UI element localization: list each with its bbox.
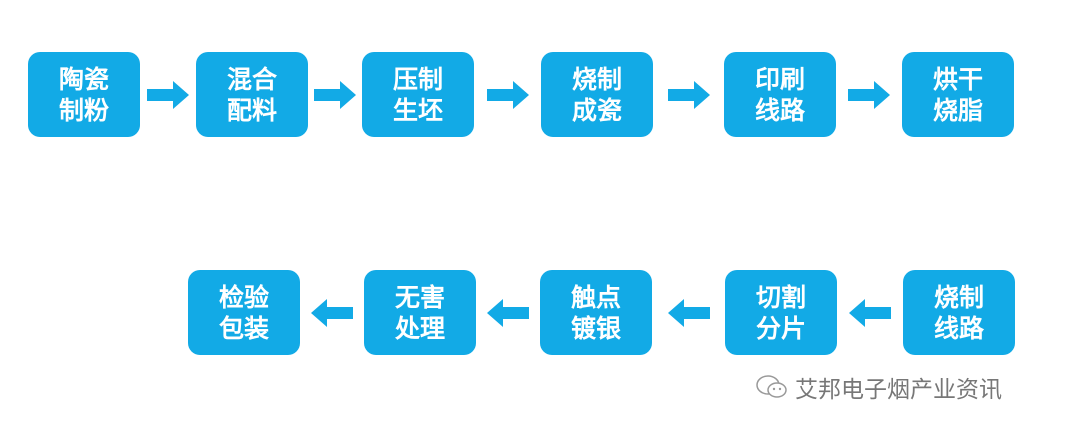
step-label: 印刷 (754, 64, 805, 94)
step-label: 触点 (570, 282, 621, 312)
watermark: 艾邦电子烟产业资讯 (755, 370, 1002, 404)
arrow-left-icon (487, 299, 529, 327)
step-label: 烧脂 (932, 95, 983, 125)
process-step-box: 烧制线路 (903, 270, 1015, 355)
arrow-left-icon (849, 299, 891, 327)
arrow-left-icon (311, 299, 353, 327)
arrow-right-icon (486, 81, 529, 109)
step-label: 切割 (755, 282, 806, 312)
step-label: 陶瓷 (58, 64, 109, 94)
process-step-box: 检验包装 (188, 270, 300, 355)
arrow-right-icon (848, 81, 890, 109)
process-step-box: 触点镀银 (540, 270, 652, 355)
step-label: 配料 (226, 95, 277, 125)
process-step-box: 烘干烧脂 (902, 52, 1014, 137)
step-label: 检验 (218, 282, 269, 312)
process-step-box: 切割分片 (725, 270, 837, 355)
process-step-box: 混合配料 (196, 52, 308, 137)
step-label: 分片 (755, 313, 806, 343)
watermark-text: 艾邦电子烟产业资讯 (795, 377, 1002, 403)
step-label: 生坯 (392, 95, 443, 125)
step-label: 烧制 (933, 282, 984, 312)
arrow-right-icon (667, 81, 710, 109)
process-step-box: 无害处理 (364, 270, 476, 355)
step-label: 线路 (933, 313, 984, 343)
step-label: 镀银 (570, 313, 621, 343)
step-label: 包装 (218, 313, 269, 343)
step-label: 混合 (226, 64, 277, 94)
step-label: 处理 (394, 313, 445, 343)
step-label: 烘干 (932, 64, 983, 94)
wechat-icon (756, 375, 787, 398)
process-step-box: 压制生坯 (362, 52, 474, 137)
step-label: 成瓷 (571, 95, 622, 125)
process-step-box: 烧制成瓷 (541, 52, 653, 137)
step-label: 烧制 (571, 64, 622, 94)
process-step-box: 陶瓷制粉 (28, 52, 140, 137)
arrow-right-icon (314, 81, 356, 109)
arrow-left-icon (667, 299, 710, 327)
step-label: 无害 (394, 282, 445, 312)
step-label: 压制 (392, 64, 443, 94)
step-label: 线路 (754, 95, 805, 125)
arrow-right-icon (147, 81, 189, 109)
process-step-box: 印刷线路 (724, 52, 836, 137)
step-label: 制粉 (58, 95, 109, 125)
